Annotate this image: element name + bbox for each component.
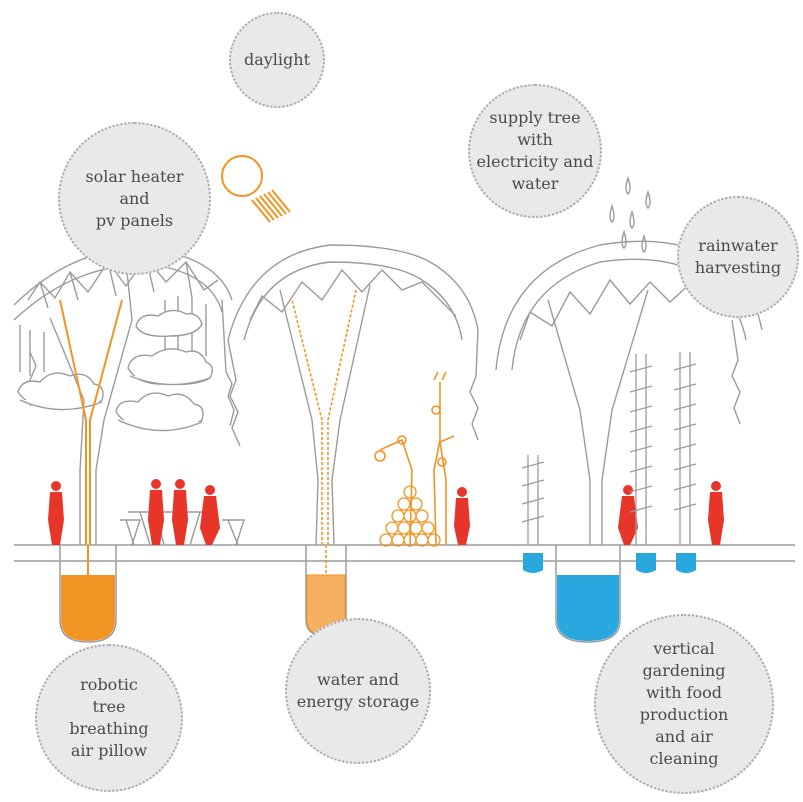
orange-storage-tank [59,545,117,643]
rainwater-label: rainwater harvesting [677,196,799,318]
person [48,481,64,545]
person [200,485,220,545]
person [618,485,638,545]
daylight-label: daylight [229,12,325,108]
sun-icon [221,155,291,223]
tables [120,511,245,546]
vertical-gardens [521,352,697,545]
blue-water-tank [523,545,696,643]
left-tree-trunk [49,261,133,620]
supply-tree-label: supply tree with electricity and water [468,84,602,218]
rain-drops-icon [609,175,651,253]
solar-heater-label: solar heater and pv panels [58,122,211,275]
middle-tree-canopy [227,244,479,546]
person [172,479,188,545]
people [48,479,724,545]
air-pillows [17,309,213,432]
person [148,479,164,545]
robotic-tree-label: robotic tree breathing air pillow [35,644,183,792]
person [454,487,470,545]
honeycomb-cells [379,485,441,547]
storage-label: water and energy storage [285,618,431,764]
ground [14,544,795,562]
vertical-gardening-label: vertical gardening with food production … [594,614,774,794]
person [708,481,724,545]
